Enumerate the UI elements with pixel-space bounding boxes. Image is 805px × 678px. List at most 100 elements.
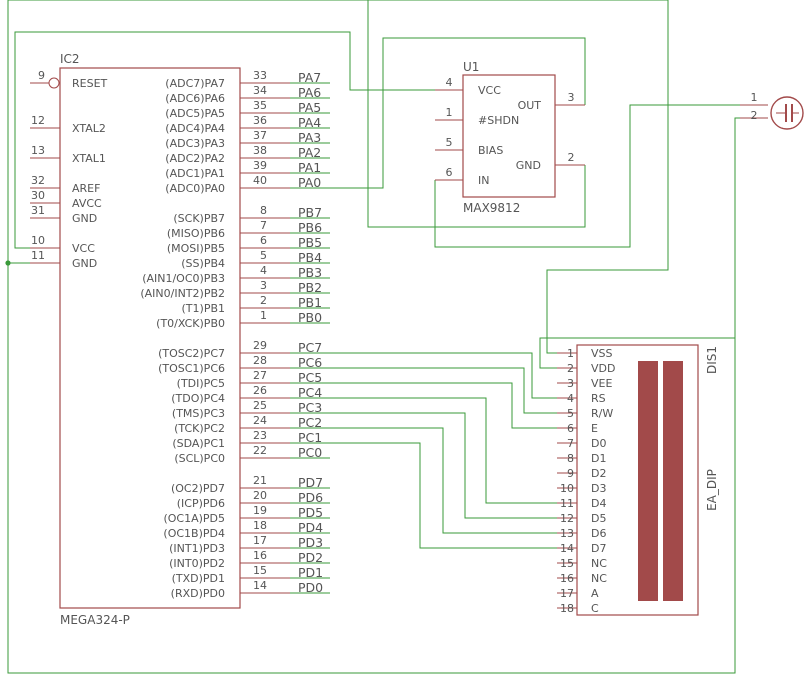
dis1-pin-number: 5: [567, 407, 574, 420]
dis1-pin-label: NC: [591, 557, 607, 570]
ic2-pin-number: 8: [260, 204, 267, 217]
u1-value: MAX9812: [463, 201, 520, 215]
ic2-pin-number: 19: [253, 504, 267, 517]
ic2-pin-label: (ADC3)PA3: [165, 137, 225, 150]
ic2-pin-number: 17: [253, 534, 267, 547]
dis1-pin-label: D6: [591, 527, 606, 540]
ic2-pin-label: (INT0)PD2: [169, 557, 225, 570]
dis1-pin-number: 7: [567, 437, 574, 450]
net-label: PB7: [298, 205, 322, 220]
net-label: PB5: [298, 235, 322, 250]
net-label: PD2: [298, 550, 323, 565]
dis1-pin-label: RS: [591, 392, 606, 405]
ic2-pin-number: 9: [38, 69, 45, 82]
ic2-pin-label: RESET: [72, 77, 108, 90]
wire-pc1-d7: [330, 442, 557, 549]
wire-pc3-d5: [330, 412, 557, 519]
dis1-pin-number: 16: [560, 572, 574, 585]
dis1-pin-number: 8: [567, 452, 574, 465]
u1-pin-label: BIAS: [478, 144, 503, 157]
net-label: PB4: [298, 250, 322, 265]
u1-pin-label: IN: [478, 174, 489, 187]
u1-pin-label: #SHDN: [478, 114, 519, 127]
lcd-bar: [638, 361, 658, 601]
ic2-pin-label: (T0/XCK)PB0: [156, 317, 225, 330]
ic2-pin-number: 30: [31, 189, 45, 202]
ic2-pin-number: 38: [253, 144, 267, 157]
net-label: PC4: [298, 385, 322, 400]
dis1-value: EA_DIP: [705, 469, 719, 511]
ic2-pin-label: (ADC5)PA5: [165, 107, 225, 120]
dis1-pin-label: D3: [591, 482, 606, 495]
ic2-pin-number: 27: [253, 369, 267, 382]
ic2-pin-number: 29: [253, 339, 267, 352]
wire-mic-in: [434, 104, 768, 248]
ic2-pin-label: (MOSI)PB5: [167, 242, 225, 255]
ic2-pin-label: GND: [72, 257, 97, 270]
ic2-pin-number: 6: [260, 234, 267, 247]
net-label: PA7: [298, 70, 321, 85]
ic2-pin-number: 24: [253, 414, 267, 427]
ic2-pin-number: 12: [31, 114, 45, 127]
net-label: PD0: [298, 580, 323, 595]
dis1-pin-label: D2: [591, 467, 606, 480]
wire-vcc: [14, 31, 435, 249]
ic2-pin-number: 34: [253, 84, 267, 97]
ic2-pin-label: (OC2)PD7: [171, 482, 225, 495]
net-label: PA1: [298, 160, 321, 175]
ic2-pin-number: 23: [253, 429, 267, 442]
net-label: PA6: [298, 85, 321, 100]
net-label: PA3: [298, 130, 321, 145]
ic2-pin-number: 1: [260, 309, 267, 322]
ic2-pin-label: (RXD)PD0: [171, 587, 225, 600]
dis1-pin-label: D4: [591, 497, 606, 510]
ic2-pin-number: 14: [253, 579, 267, 592]
wire-gnd-vss: [7, 0, 669, 354]
ic2-pin-label: (ADC2)PA2: [165, 152, 225, 165]
net-label: PC3: [298, 400, 322, 415]
ic2-pin-label: (SDA)PC1: [172, 437, 225, 450]
ic2-pin-number: 21: [253, 474, 267, 487]
ic2-pin-number: 18: [253, 519, 267, 532]
dis1-pin-label: D0: [591, 437, 606, 450]
net-label: PB1: [298, 295, 322, 310]
dis1-pin-label: A: [591, 587, 599, 600]
ic2-pin-number: 22: [253, 444, 267, 457]
ic2-pin-label: (OC1A)PD5: [163, 512, 225, 525]
ic2-pin-number: 5: [260, 249, 267, 262]
u1-name: U1: [463, 60, 479, 74]
ic2-pin-number: 15: [253, 564, 267, 577]
wire-pc6-rw: [330, 367, 557, 414]
u1-pin-number: 3: [568, 91, 575, 104]
dis1-pin-label: C: [591, 602, 599, 615]
ic2-pin-label: (SCK)PB7: [173, 212, 225, 225]
ic2-pin-number: 28: [253, 354, 267, 367]
ic2-pin-label: (ADC0)PA0: [165, 182, 225, 195]
net-label: PD7: [298, 475, 323, 490]
ic2-pin-label: (ADC6)PA6: [165, 92, 225, 105]
lcd-display-text: LCD DISPLAY 16x2: [684, 414, 697, 516]
ic2-pin-label: XTAL2: [72, 122, 106, 135]
ic2-pin-label: AVCC: [72, 197, 102, 210]
dis1-pin-label: VDD: [591, 362, 615, 375]
ic2-pin-label: (ADC7)PA7: [165, 77, 225, 90]
ic2-pin-label: (T1)PB1: [182, 302, 225, 315]
ic2-pin-number: 20: [253, 489, 267, 502]
wire-pc2-d6: [330, 427, 557, 534]
ic2-pin-label: (MISO)PB6: [167, 227, 225, 240]
ic2-pin-number: 16: [253, 549, 267, 562]
ic2-pin-label: (ADC1)PA1: [165, 167, 225, 180]
ic2-pin-number: 7: [260, 219, 267, 232]
ic2-pin-number: 13: [31, 144, 45, 157]
ic2-pin-label: (AIN0/INT2)PB2: [140, 287, 225, 300]
ic2-pin-number: 11: [31, 249, 45, 262]
dis1-pin-number: 12: [560, 512, 574, 525]
net-label: PA0: [298, 175, 321, 190]
dis1-pin-label: D5: [591, 512, 606, 525]
ic2-pin-label: (TXD)PD1: [172, 572, 225, 585]
wire-vdd: [539, 337, 735, 369]
net-label: PB3: [298, 265, 322, 280]
wire-pc4-d4: [330, 397, 557, 504]
dis1-pin-label: D7: [591, 542, 606, 555]
net-label: PC0: [298, 445, 322, 460]
